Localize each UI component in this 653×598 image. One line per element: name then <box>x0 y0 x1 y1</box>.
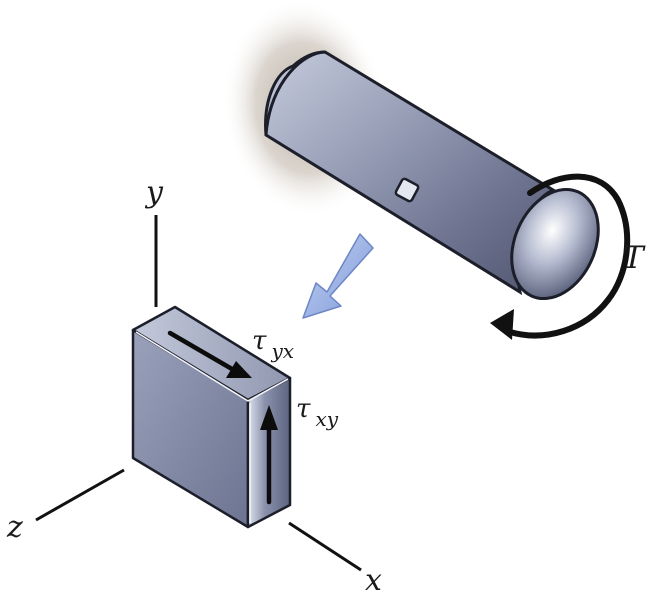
shear-arrow-side-head <box>260 405 278 430</box>
x-axis-line <box>288 521 362 572</box>
torque-arc-bottom <box>507 297 611 339</box>
torque-arrow: T <box>490 173 646 340</box>
z-axis-label: z <box>6 510 23 545</box>
surface-element <box>394 177 420 203</box>
shaft-end-face <box>510 187 600 301</box>
shear-arrow-top-head <box>226 361 252 378</box>
tau-yx-label: τ yx <box>252 326 294 363</box>
element-edge-highlight <box>135 331 289 402</box>
torque-label: T <box>623 240 646 276</box>
stress-element <box>131 305 292 529</box>
pointer-arrow <box>302 233 374 319</box>
coordinate-axes: y z x <box>6 175 382 598</box>
shear-arrow-top-shaft <box>167 330 235 372</box>
torque-arc-top <box>527 173 631 303</box>
torque-arrowhead <box>490 309 514 340</box>
shaft <box>264 50 600 301</box>
shaft-back-rim <box>264 50 326 136</box>
z-axis-line <box>35 468 125 522</box>
tau-yx-subscript: yx <box>270 339 294 363</box>
y-axis-label: y <box>144 175 164 210</box>
x-axis-label: x <box>365 563 382 598</box>
tau-xy-symbol: τ <box>296 394 311 424</box>
tau-xy-label: τ xy <box>296 394 339 431</box>
tau-yx-symbol: τ <box>252 326 267 356</box>
tau-xy-subscript: xy <box>315 407 338 431</box>
